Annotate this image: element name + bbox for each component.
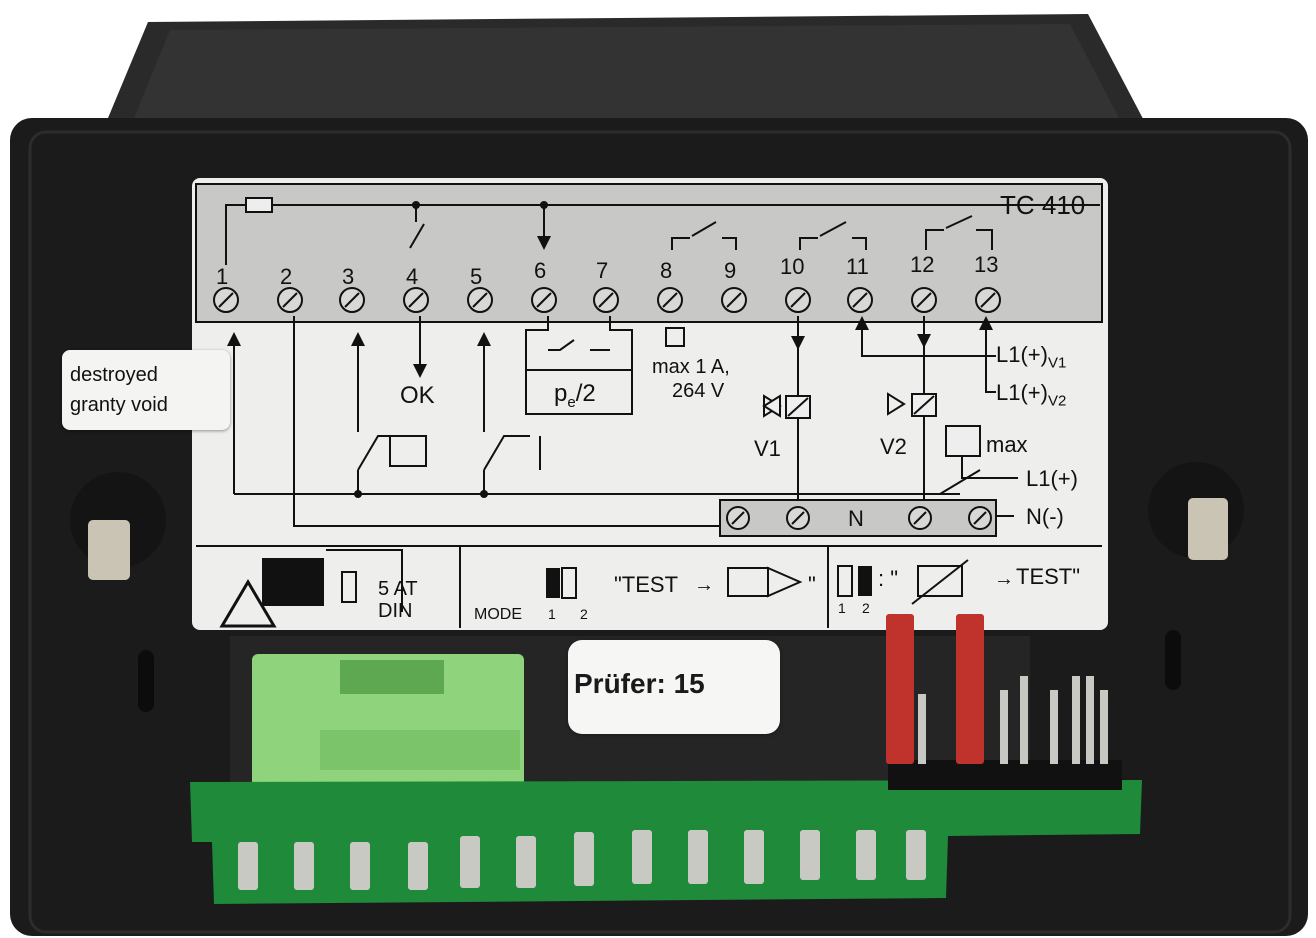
mode-switch-2-icon (561, 567, 577, 599)
l1-label: L1(+) (1026, 466, 1078, 491)
switch-state-2-icon (858, 566, 872, 596)
pe-label: pe/2 (554, 380, 596, 411)
v1-label: V1 (754, 436, 781, 461)
pin-header (888, 760, 1122, 790)
test-right-open: : " (878, 566, 899, 591)
ok-label: OK (400, 382, 435, 409)
terminal-12: 12 (910, 252, 935, 277)
valve-v1 (762, 394, 811, 419)
housing-inner-frame (28, 130, 1292, 934)
switch-state-1-icon (837, 565, 853, 597)
crossed-plug-icon (917, 565, 963, 597)
max-voltage-label: 264 V (672, 380, 725, 402)
test-left-end: " (808, 572, 816, 597)
test-left-label: "TEST (614, 572, 679, 597)
pcb-pads (238, 830, 926, 890)
terminal-4: 4 (406, 264, 419, 289)
test-arrow-right: → (994, 568, 1014, 590)
right-slot (1165, 630, 1181, 690)
jumper-2 (956, 614, 984, 764)
test-arrow-left: → (694, 574, 714, 596)
n-label: N (848, 506, 864, 531)
terminal-9: 9 (724, 258, 737, 283)
temp-max-box (945, 425, 981, 457)
test-right-label: TEST" (1016, 564, 1081, 589)
manual-icon (262, 558, 324, 606)
fuse-rating: 5 AT (378, 578, 418, 600)
jumper-1 (886, 614, 914, 764)
n-minus-label: N(-) (1026, 504, 1064, 529)
terminal-1: 1 (216, 264, 229, 289)
terminal-13: 13 (974, 252, 999, 277)
terminal-3: 3 (342, 264, 355, 289)
terminal-8: 8 (660, 258, 673, 283)
terminal-6: 6 (534, 258, 547, 283)
l1-v1-label: L1(+)V1 (996, 342, 1067, 372)
housing-top-highlight (130, 24, 1120, 128)
switch-1-label: 1 (838, 600, 846, 616)
terminal-2: 2 (280, 264, 293, 289)
terminal-11: 11 (846, 254, 869, 279)
terminal-strip (195, 183, 1103, 323)
terminal-7: 7 (596, 258, 609, 283)
inspector-label: Prüfer: 15 (574, 668, 705, 699)
seal-line-1: destroyed (70, 364, 158, 386)
header-pins (918, 676, 1108, 764)
n-terminal-block (719, 499, 997, 537)
arrow-6 (537, 236, 551, 250)
left-screw (88, 520, 130, 580)
terminal-10: 10 (780, 254, 805, 279)
warning-icon (219, 579, 277, 628)
model-title: TC 410 (1000, 190, 1086, 220)
seal-line-2: granty void (70, 394, 168, 416)
left-slot (138, 650, 154, 712)
terminal-5: 5 (470, 264, 483, 289)
schematic-arrows (227, 316, 993, 378)
warranty-seal-sticker: destroyed granty void (62, 350, 230, 430)
valve-v2 (887, 392, 937, 417)
mode-label: MODE (474, 606, 522, 623)
v2-label: V2 (880, 434, 907, 459)
right-screw (1188, 498, 1228, 560)
switch-2-label: 2 (862, 600, 870, 616)
mode-2-label: 2 (580, 606, 588, 622)
mode-switch-1-icon (546, 568, 560, 598)
inspector-sticker: Prüfer: 15 (568, 640, 780, 734)
fuse-din: DIN (378, 600, 413, 622)
max-label: max (986, 432, 1028, 457)
mode-1-label: 1 (548, 606, 556, 622)
l1-v2-label: L1(+)V2 (996, 380, 1067, 410)
fuse-icon (341, 571, 357, 603)
max-current-label: max 1 A, (652, 356, 730, 378)
